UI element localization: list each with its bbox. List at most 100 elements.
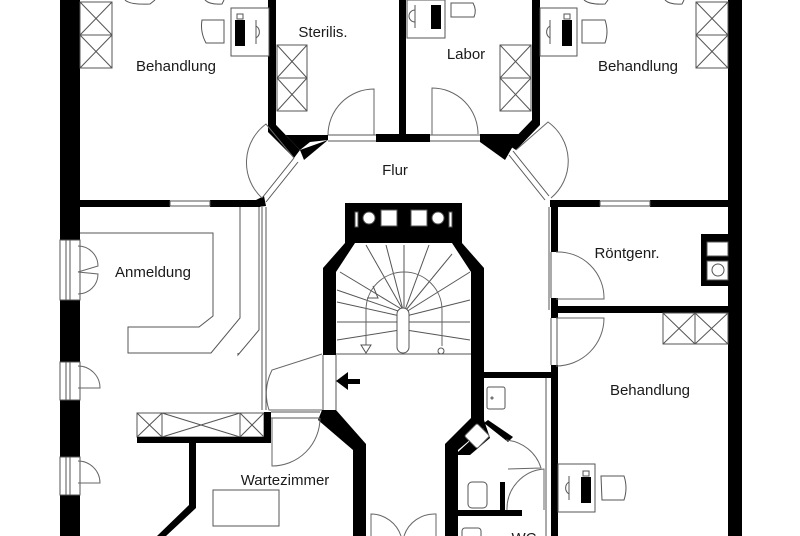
direction-arrow-icon [360, 344, 372, 354]
cabinet-icon [136, 412, 265, 438]
toilet-icon [461, 527, 482, 536]
desk-icon [201, 7, 270, 57]
lamp-icon [565, 476, 570, 500]
door-swing-icon [245, 123, 295, 199]
chair-icon [204, 0, 225, 5]
spiral-staircase-icon [336, 244, 471, 355]
wall-segment [458, 510, 522, 516]
desk-icon [557, 463, 627, 513]
room-label: Behandlung [136, 58, 216, 75]
entrance-arrow-icon [336, 372, 360, 390]
exterior-wall-right [728, 0, 742, 536]
computer-icon [235, 20, 245, 46]
wall-segment [157, 440, 196, 536]
lamp-icon [546, 20, 551, 44]
cabinet-icon [662, 312, 729, 345]
room-label: WC [512, 530, 537, 536]
room-roentgenraum: Röntgenr. [550, 207, 729, 318]
door-swing-icon [515, 121, 569, 199]
door-swing-icon [265, 353, 323, 411]
cabinet-icon [276, 44, 308, 112]
door-swing-icon [271, 417, 321, 467]
window-icon [169, 200, 211, 207]
chair-icon [201, 19, 225, 44]
waiting-table-icon [212, 489, 280, 527]
room-label: Flur [382, 162, 408, 179]
entrance-hall [265, 340, 484, 536]
room-label: Anmeldung [115, 264, 191, 281]
double-door-icon [370, 513, 437, 536]
room-label: Behandlung [598, 58, 678, 75]
chimney-icon [345, 203, 462, 243]
room-wartezimmer: Wartezimmer [136, 411, 330, 536]
room-behandlung-bottom-right: Behandlung [550, 312, 729, 536]
wall-segment [500, 482, 505, 512]
wall-segment [137, 437, 270, 443]
wall-segment [323, 243, 355, 355]
door-swing-icon [431, 87, 479, 135]
wall-segment [80, 200, 170, 207]
sink-icon [464, 423, 490, 449]
toilet-icon [467, 481, 488, 509]
window-icon [59, 239, 99, 301]
door-swing-icon [555, 251, 605, 300]
wall-segment [650, 200, 728, 207]
chair-icon [600, 475, 627, 501]
room-anmeldung: Anmeldung [80, 207, 260, 357]
room-label: Labor [447, 46, 485, 63]
wall-segment [551, 207, 558, 252]
door-swing-icon [555, 317, 605, 367]
wall-segment [276, 125, 328, 150]
wall-segment [268, 0, 300, 158]
room-sterilis: Sterilis. [276, 0, 430, 160]
wall-segment [210, 200, 260, 207]
door-swing-icon [505, 439, 542, 470]
wall-segment [484, 420, 513, 442]
wall-segment [551, 365, 558, 536]
window-icon [59, 361, 101, 401]
wall-segment [264, 412, 271, 443]
chair-icon [664, 0, 685, 5]
desk-icon [539, 7, 608, 57]
left-facade-openings [59, 239, 101, 496]
wall-segment [318, 410, 366, 536]
room-label: Röntgenr. [594, 245, 659, 262]
room-label: Behandlung [610, 382, 690, 399]
wall-segment [399, 0, 406, 135]
lamp-icon [255, 20, 260, 44]
computer-icon [431, 5, 441, 29]
room-label: Wartezimmer [241, 472, 330, 489]
room-wc: WC [458, 372, 551, 536]
wall-segment [551, 306, 728, 313]
computer-icon [562, 20, 572, 46]
cabinet-icon [499, 44, 532, 112]
wall-segment [550, 200, 600, 207]
lamp-icon [408, 5, 416, 28]
desk-icon [406, 0, 476, 39]
door-swing-icon [327, 88, 375, 136]
staircase [323, 203, 484, 420]
window-icon [59, 456, 101, 496]
wall-segment [484, 372, 551, 378]
wall-segment [508, 0, 540, 150]
wall-segment [376, 134, 430, 142]
chair-icon [450, 2, 476, 18]
cabinet-icon [79, 1, 113, 69]
window-icon [599, 200, 651, 207]
sink-icon [486, 386, 506, 410]
cabinet-icon [695, 1, 729, 69]
chair-icon [583, 0, 609, 5]
door-swing-icon [506, 468, 545, 511]
room-behandlung-top-left: Behandlung [79, 0, 300, 207]
chair-icon [124, 0, 156, 5]
chair-icon [581, 19, 608, 44]
room-label: Sterilis. [298, 24, 347, 41]
wall-segment [445, 418, 484, 536]
computer-icon [581, 477, 591, 503]
wall-segment [452, 243, 484, 420]
room-flur: Flur [261, 162, 550, 410]
room-behandlung-top-right: Behandlung [508, 0, 729, 207]
wall-segment [323, 340, 336, 355]
room-labor: Labor [406, 0, 540, 160]
